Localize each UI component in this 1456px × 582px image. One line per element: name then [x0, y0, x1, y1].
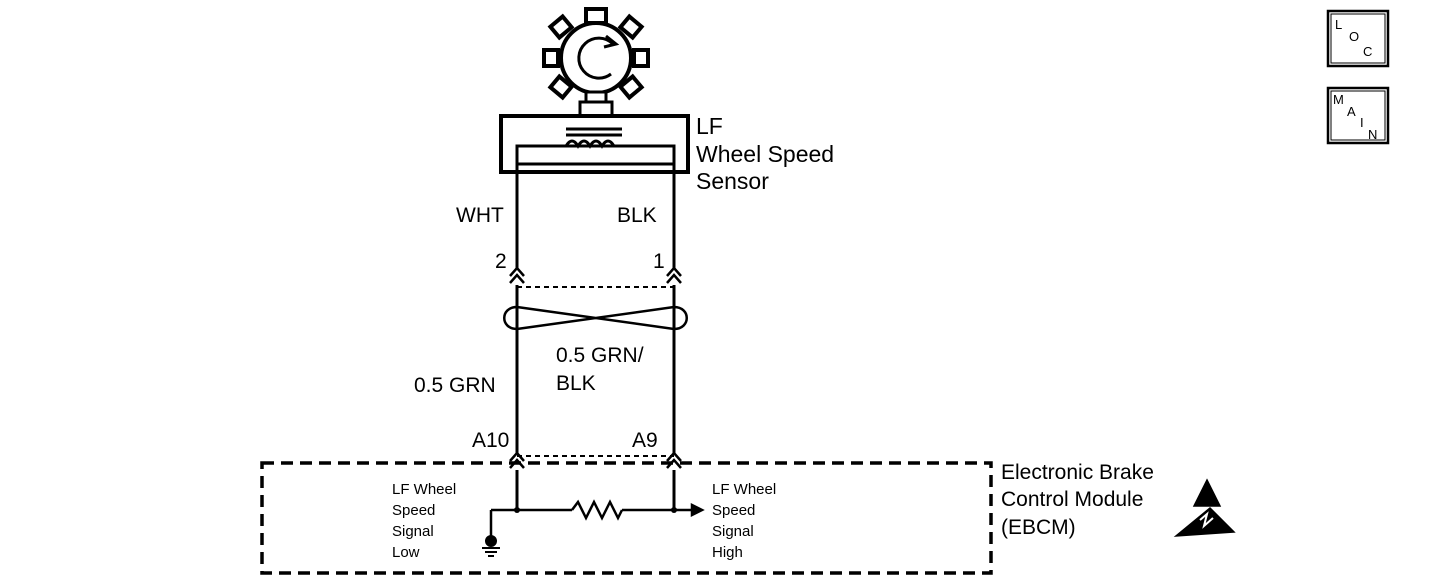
sensor-housing — [499, 114, 690, 174]
low-signal-line-4: Low — [392, 544, 420, 561]
twisted-pair-icon — [503, 305, 688, 331]
harness-label-right-line-2: BLK — [556, 372, 596, 395]
main-view-button[interactable]: M A I N — [1326, 86, 1390, 145]
high-signal-line-1: LF Wheel — [712, 481, 776, 498]
ebcm-module-box — [260, 461, 993, 575]
sensor-label-line-2: Wheel Speed — [696, 141, 834, 167]
loc-letter-c: C — [1363, 44, 1372, 59]
wheel-speed-sensor-icon — [542, 7, 650, 118]
connector-pin-right: 1 — [653, 250, 665, 273]
module-pin-left: A10 — [472, 429, 509, 452]
main-letter-n: N — [1368, 127, 1377, 142]
high-signal-line-4: High — [712, 544, 743, 561]
sensor-connector — [509, 266, 682, 288]
sensor-label-line-3: Sensor — [696, 168, 769, 194]
ebcm-internal-circuit — [489, 499, 705, 540]
module-pin-right: A9 — [632, 429, 658, 452]
main-letter-i: I — [1360, 115, 1364, 130]
main-letter-a: A — [1347, 104, 1356, 119]
low-signal-line-2: Speed — [392, 502, 435, 519]
circuit-wires — [515, 164, 676, 510]
loc-letter-o: O — [1349, 29, 1359, 44]
junction-dot — [671, 507, 677, 513]
harness-label-right-line-1: 0.5 GRN/ — [556, 344, 644, 367]
high-signal-line-3: Signal — [712, 523, 754, 540]
esd-sensitive-icon — [1173, 478, 1236, 537]
high-signal-line-2: Speed — [712, 502, 755, 519]
low-signal-line-3: Signal — [392, 523, 434, 540]
module-connector — [509, 451, 682, 469]
wire-color-left: WHT — [456, 204, 504, 227]
module-label-line-2: Control Module — [1001, 488, 1143, 511]
harness-label-left: 0.5 GRN — [414, 374, 496, 397]
main-letter-m: M — [1333, 92, 1344, 107]
wire-color-right: BLK — [617, 204, 657, 227]
low-signal-line-1: LF Wheel — [392, 481, 456, 498]
loc-letter-l: L — [1335, 17, 1342, 32]
sensor-label-line-1: LF — [696, 113, 723, 139]
location-view-button[interactable]: L O C — [1326, 9, 1390, 68]
module-label-line-1: Electronic Brake — [1001, 461, 1154, 484]
ground-icon — [482, 535, 500, 557]
module-label-line-3: (EBCM) — [1001, 516, 1076, 539]
resistor-icon — [571, 499, 624, 521]
connector-pin-left: 2 — [495, 250, 507, 273]
junction-dot — [514, 507, 520, 513]
